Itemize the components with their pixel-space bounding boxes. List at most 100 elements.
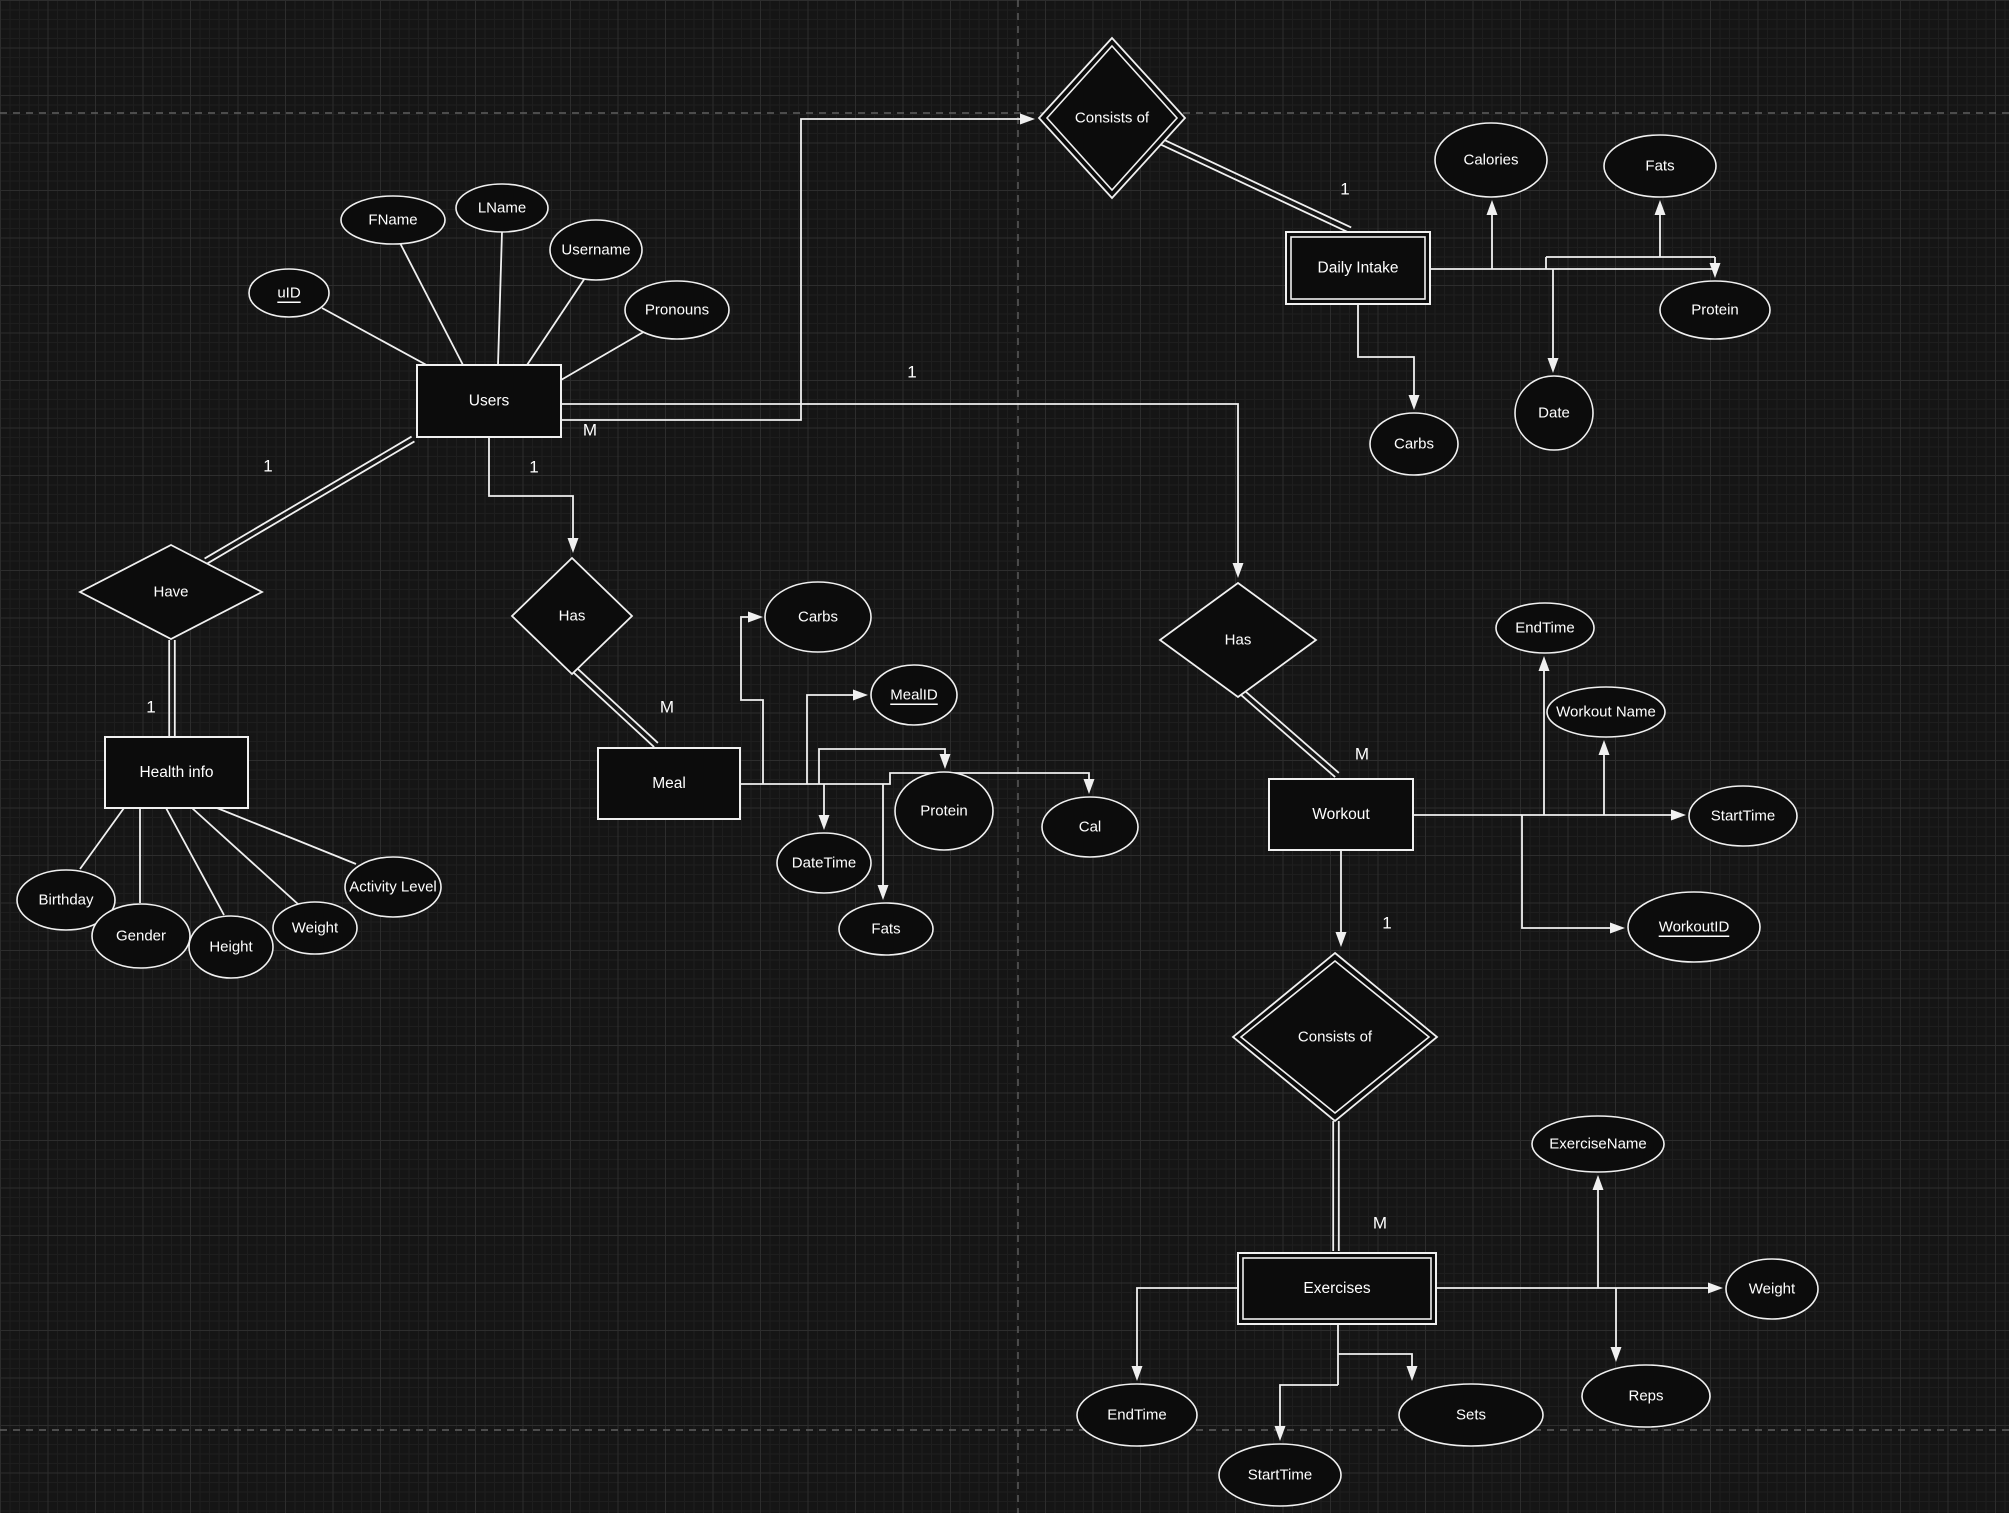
cardinality-label[interactable]: 1 [263, 457, 272, 476]
cardinality-label[interactable]: 1 [907, 363, 916, 382]
entity-health-info[interactable]: Health info [104, 736, 249, 809]
edge-exercises-name[interactable] [1592, 1175, 1604, 1288]
arrowhead-icon [1083, 779, 1095, 794]
attribute-exercise-reps[interactable]: Reps [1581, 1364, 1711, 1428]
entity-workout[interactable]: Workout [1268, 778, 1414, 851]
edge-workout-starttime[interactable] [1413, 809, 1686, 821]
edge-daily-intake-date[interactable] [1547, 269, 1559, 373]
attribute-username[interactable]: Username [549, 219, 643, 281]
edge-consists-of-daily-intake[interactable] [1160, 138, 1352, 234]
attribute-exercise-starttime[interactable]: StartTime [1218, 1443, 1342, 1507]
edge-meal-cal[interactable] [740, 772, 1095, 794]
attribute-di-carbs[interactable]: Carbs [1369, 412, 1459, 476]
edge-has-meal-meal[interactable] [573, 668, 659, 748]
edge-exercises-starttime[interactable] [1274, 1384, 1339, 1441]
relationship-has-meal[interactable]: Has [510, 556, 634, 676]
edge-consists-of-exercises[interactable] [1332, 1121, 1340, 1251]
edge-meal-protein[interactable] [818, 748, 951, 784]
attribute-uid[interactable]: uID [248, 268, 330, 318]
edge-daily-intake-fats[interactable] [1654, 200, 1666, 257]
attribute-weight[interactable]: Weight [272, 901, 358, 955]
attribute-exercise-weight[interactable]: Weight [1725, 1258, 1819, 1320]
edge-users-username[interactable] [526, 277, 586, 366]
attribute-meal-id[interactable]: MealID [870, 664, 958, 726]
attribute-exercise-sets[interactable]: Sets [1398, 1383, 1544, 1447]
edge-users-have[interactable] [204, 435, 415, 565]
entity-meal[interactable]: Meal [597, 747, 741, 820]
edge-meal-datetime[interactable] [818, 784, 830, 830]
edge-exercises-weight[interactable] [1436, 1282, 1723, 1294]
attribute-meal-protein[interactable]: Protein [894, 771, 994, 851]
attribute-workout-name[interactable]: Workout Name [1546, 686, 1666, 738]
edge-users-consists-of[interactable] [561, 113, 1035, 421]
node-label: LName [478, 200, 526, 217]
edge-workout-id[interactable] [1521, 815, 1625, 934]
edge-meal-carbs[interactable] [740, 611, 764, 785]
cardinality-label[interactable]: 1 [529, 458, 538, 477]
edge-users-uid[interactable] [321, 307, 433, 369]
node-label: Daily Intake [1318, 260, 1399, 277]
edge-workout-name[interactable] [1598, 740, 1610, 815]
relationship-has-workout[interactable]: Has [1158, 581, 1318, 699]
cardinality-label[interactable]: 1 [1340, 180, 1349, 199]
node-label: Activity Level [349, 879, 437, 896]
edge-users-pronouns[interactable] [560, 329, 648, 381]
attribute-activity-level[interactable]: Activity Level [344, 856, 442, 918]
edge-health-weight[interactable] [191, 807, 300, 906]
edge-meal-mealid[interactable] [806, 689, 868, 785]
edge-have-health-info[interactable] [168, 640, 176, 736]
edge-health-height[interactable] [165, 807, 225, 916]
relationship-consists-of-bottom[interactable]: Consists of [1231, 951, 1439, 1123]
edge-workout-endtime[interactable] [1538, 656, 1550, 815]
attribute-di-fats[interactable]: Fats [1603, 134, 1717, 198]
attribute-exercise-endtime[interactable]: EndTime [1076, 1383, 1198, 1447]
edge-health-birthday[interactable] [79, 807, 125, 870]
attribute-height[interactable]: Height [188, 915, 274, 979]
cardinality-label[interactable]: M [583, 421, 597, 440]
entity-exercises[interactable]: Exercises [1237, 1252, 1437, 1325]
attribute-pronouns[interactable]: Pronouns [624, 280, 730, 340]
cardinality-label[interactable]: M [1355, 745, 1369, 764]
attribute-di-date[interactable]: Date [1514, 375, 1594, 451]
edge-exercises-endtime[interactable] [1131, 1287, 1239, 1381]
edge-exercises-sets[interactable] [1338, 1353, 1418, 1381]
edge-users-has-workout[interactable] [561, 403, 1244, 578]
edge-users-lname[interactable] [497, 231, 503, 366]
edge-has-workout-workout[interactable] [1240, 690, 1340, 778]
edge-workout-consists-of[interactable] [1335, 850, 1347, 947]
edge-exercises-reps[interactable] [1610, 1288, 1622, 1362]
attribute-meal-datetime[interactable]: DateTime [776, 832, 872, 894]
attribute-meal-fats[interactable]: Fats [838, 902, 934, 956]
relationship-consists-of-top[interactable]: Consists of [1037, 36, 1187, 200]
relationship-have[interactable]: Have [78, 543, 264, 641]
attribute-fname[interactable]: FName [340, 195, 446, 245]
cardinality-label[interactable]: 1 [146, 698, 155, 717]
attribute-workout-endtime[interactable]: EndTime [1495, 602, 1595, 654]
attribute-gender[interactable]: Gender [91, 903, 191, 969]
edge-daily-intake-calories[interactable] [1486, 200, 1498, 269]
cardinality-label[interactable]: 1 [1382, 914, 1391, 933]
arrowhead-icon [748, 611, 763, 623]
entity-daily-intake[interactable]: Daily Intake [1285, 231, 1431, 305]
attribute-exercise-name[interactable]: ExerciseName [1531, 1115, 1665, 1173]
attribute-di-protein[interactable]: Protein [1659, 280, 1771, 340]
edge-users-has-meal[interactable] [488, 437, 579, 553]
cardinality-label[interactable]: M [660, 698, 674, 717]
attribute-birthday[interactable]: Birthday [16, 869, 116, 931]
attribute-meal-carbs[interactable]: Carbs [764, 581, 872, 653]
attribute-di-calories[interactable]: Calories [1434, 122, 1548, 198]
node-label: Sets [1456, 1407, 1486, 1424]
edge-daily-intake-carbs[interactable] [1357, 304, 1420, 410]
attribute-lname[interactable]: LName [455, 183, 549, 233]
edge-health-activity[interactable] [216, 807, 357, 865]
attribute-meal-cal[interactable]: Cal [1041, 796, 1139, 858]
edge-daily-intake-protein[interactable] [1709, 257, 1721, 278]
entity-users[interactable]: Users [416, 364, 562, 438]
edge-users-fname[interactable] [399, 242, 464, 366]
edge-meal-fats[interactable] [877, 784, 889, 900]
attribute-workout-starttime[interactable]: StartTime [1688, 785, 1798, 847]
attribute-workout-id[interactable]: WorkoutID [1627, 891, 1761, 963]
cardinality-label[interactable]: M [1373, 1214, 1387, 1233]
